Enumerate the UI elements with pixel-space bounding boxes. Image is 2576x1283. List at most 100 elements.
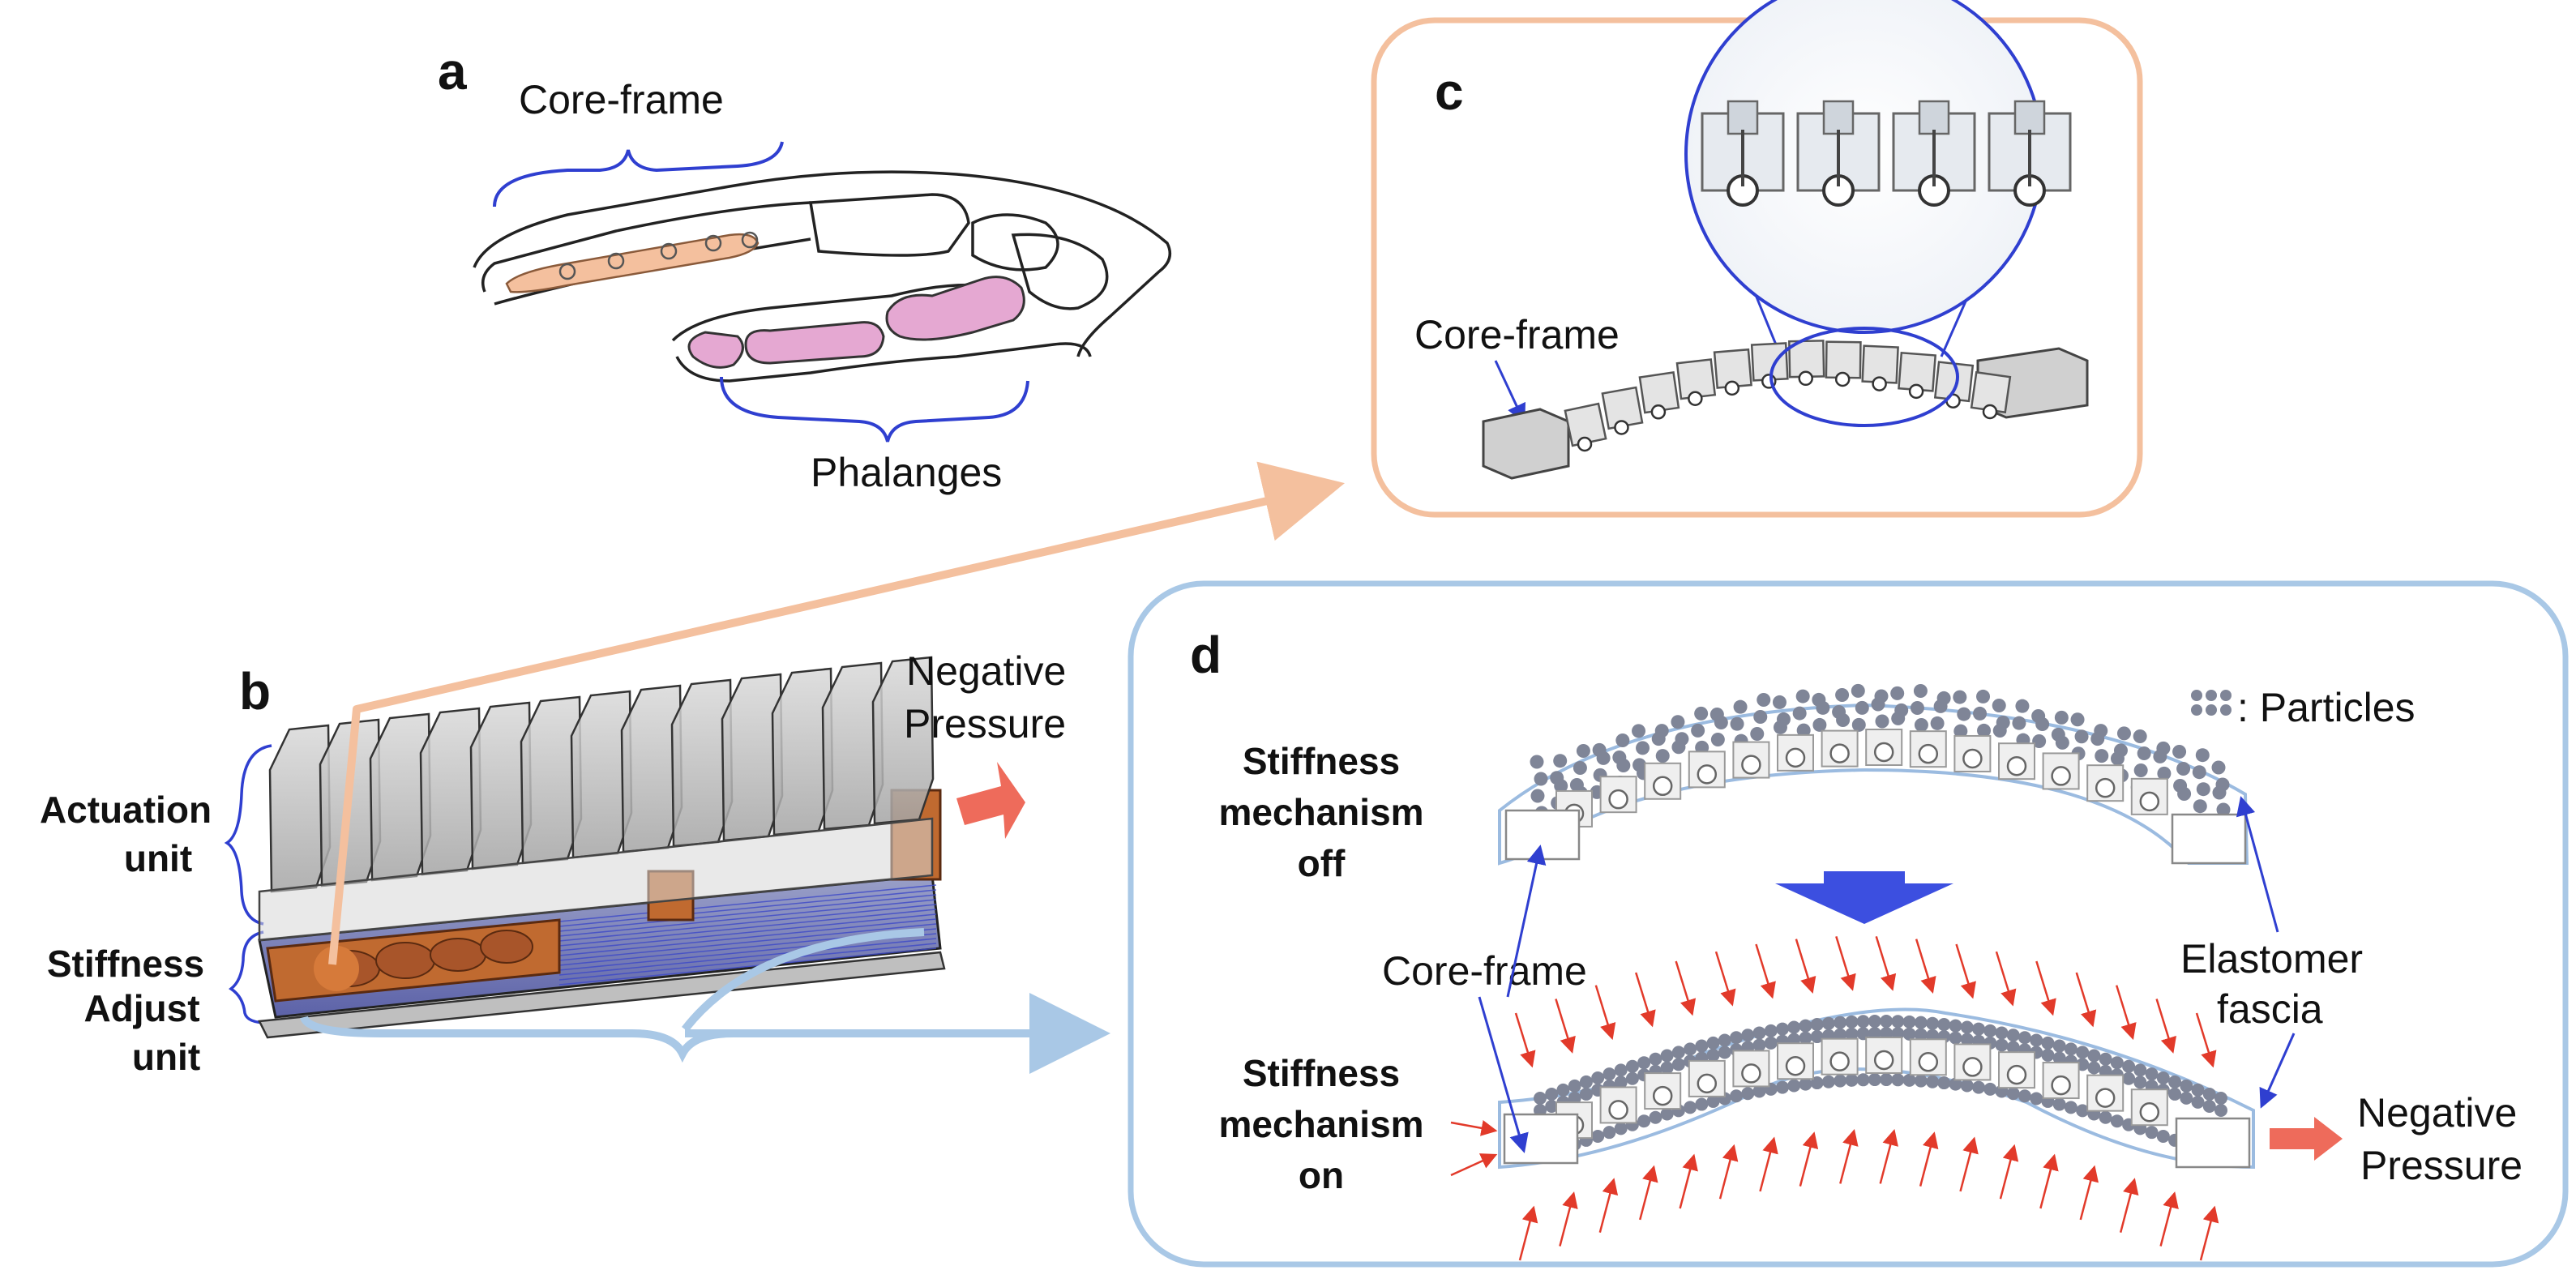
base-ridge [558,894,937,932]
compression-arrow-bottom [1959,1136,1979,1192]
particle [2180,1091,2193,1105]
particle [1757,692,1771,707]
particle [2192,765,2206,780]
particle [1684,1101,1697,1114]
particle [1530,789,1545,803]
particle [1603,1067,1616,1081]
particle [1632,724,1646,738]
compression-arrow-bottom [1598,1178,1619,1233]
particle [1891,1073,1905,1087]
particle [1775,1080,1789,1094]
particle [1799,1031,1812,1045]
compression-arrow-bottom [1518,1205,1538,1261]
panel-c: c Core-frame [1371,0,2143,518]
panel-d-core-frame-label: Core-frame [1382,948,1587,994]
particle [1614,1122,1628,1135]
finger-drawing [473,170,1172,383]
particle [2006,1087,2020,1101]
particle [2156,1071,2170,1085]
chain-pin [1982,404,1998,420]
particles-legend-label: : Particles [2237,685,2416,730]
particle [1753,709,1768,724]
compression-arrow-bottom [1999,1144,2019,1200]
panel-b: b Actuation unit Stiffness Adjust unit [40,648,1066,1078]
frame-pin [1741,1063,1761,1084]
particle [1534,1092,1547,1105]
particle [2195,748,2210,763]
frame-pin [1829,743,1850,763]
particle [2099,1052,2112,1066]
particle [1530,755,1544,769]
particle [1834,1016,1847,1029]
particle [2168,1075,2182,1088]
base-ridge [558,943,937,981]
arrow-b-to-c [328,461,1345,965]
base-ridge [558,909,937,947]
particle [1568,1079,1581,1093]
off-particles [1530,683,2231,820]
panel-c-core-frame-pointer [1494,360,1525,424]
particle [2214,1092,2227,1105]
panel-a-letter: a [438,42,467,101]
compression-arrow-bottom [1759,1136,1778,1192]
particle [1718,1046,1731,1059]
particle [1868,1073,1881,1087]
base-ridge [558,947,937,986]
particle [2090,732,2105,746]
gripper-bottom-plate [258,951,946,1039]
particle [1706,1094,1720,1108]
particle [1960,1033,1974,1046]
particle [1553,754,1568,768]
panel-d-frame [1128,580,2569,1268]
particle [2015,699,2030,713]
brace-b-blue [300,1015,1062,1063]
particle [1913,684,1928,699]
compression-arrow-top [1755,943,1776,999]
frame-pin [2051,766,2071,786]
particle [2052,1039,2066,1053]
particle [1787,1020,1801,1034]
core-frame-pointer-down [1478,996,1529,1153]
stiffness-off-label-line1: Stiffness [1243,740,1400,782]
finger-inner-contour [481,201,811,293]
on-right-end-block [2175,1117,2251,1169]
particle [1651,732,1666,746]
particle [2018,1089,2031,1103]
particle [1695,1097,1709,1111]
particle [2041,1048,2055,1062]
particle [1545,1099,1559,1113]
gripper-model [258,656,946,1039]
particle [2035,716,2050,731]
particle [2145,1067,2159,1081]
particle [2095,749,2109,763]
compression-arrow-top [2115,985,2137,1041]
particle [2145,1126,2159,1140]
particle [1868,1015,1881,1029]
particle [1875,714,1889,729]
particle [1775,1022,1789,1036]
particle [1752,1026,1766,1040]
compression-arrow-top [2075,972,2097,1028]
frame-pin [1918,1052,1939,1072]
particle [2116,726,2131,741]
frame-pin [1785,747,1806,768]
particle [1773,720,1787,734]
particle [1660,1061,1674,1075]
particle [1835,688,1850,703]
particle [1851,717,1866,732]
chain-pin [1798,370,1813,387]
particle [1772,695,1787,709]
particle [2133,763,2148,777]
particle [1637,1114,1651,1128]
particle [1834,1028,1847,1041]
particle [2052,1051,2066,1065]
particle [1972,1080,1986,1094]
base-ridge [558,938,937,976]
particle [1937,1018,1951,1032]
particle [2202,1087,2216,1101]
particle [1671,740,1686,755]
particle [1616,758,1631,772]
particle [1649,1052,1662,1066]
brace-b-blue-riser [682,928,925,1033]
